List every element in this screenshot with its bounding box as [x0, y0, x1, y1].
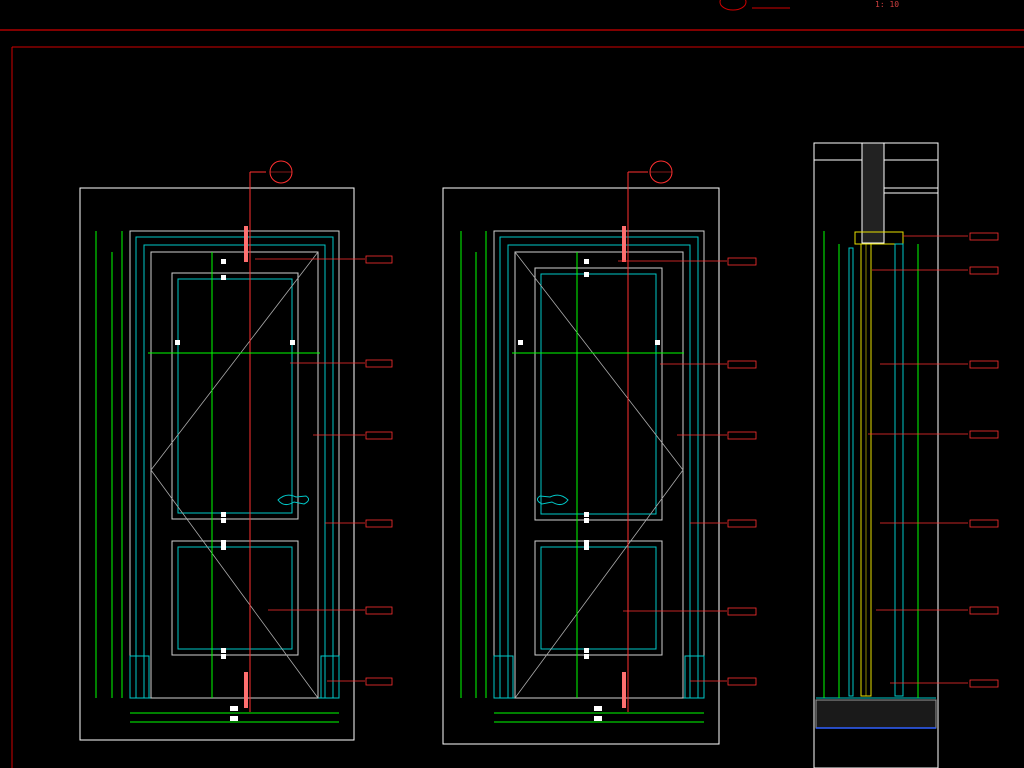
casing-mid	[135, 236, 334, 699]
section-callouts	[868, 235, 968, 684]
upper-panel-inner	[177, 278, 293, 514]
callout-tags-2	[727, 257, 757, 686]
upper-panel-inner-2	[540, 273, 657, 515]
lower-panel-outer-2	[534, 540, 663, 656]
plinth-left-2	[493, 655, 514, 699]
scale-text: 1: 10	[875, 0, 899, 9]
section-callout-tags	[969, 232, 999, 688]
door-swing-line	[150, 251, 319, 699]
door-swing-line-2	[514, 251, 684, 699]
casing-outer-2	[493, 230, 705, 699]
plinth-right	[320, 655, 340, 699]
upper-panel-outer-2	[534, 267, 663, 521]
cut-marker-bottom	[244, 672, 248, 708]
elevation-2-border	[442, 187, 720, 745]
door-leaf-2	[514, 251, 684, 699]
section-marker-circle	[719, 0, 747, 11]
casing-outer	[129, 230, 340, 699]
door-elevation-1	[79, 160, 393, 741]
plinth-left	[129, 655, 150, 699]
casing-mid-2	[499, 236, 699, 699]
floor-slab	[815, 699, 937, 729]
callouts-1	[255, 258, 365, 682]
cut-marker-top	[244, 226, 248, 262]
callout-tags-1	[365, 255, 393, 686]
head-casing	[854, 231, 904, 245]
title-block: 1: 10	[719, 0, 899, 11]
casing-section	[848, 247, 854, 697]
door-handle-icon-2	[536, 494, 569, 506]
frame-jamb	[894, 243, 904, 697]
lower-panel-outer	[171, 540, 299, 656]
door-elevation-2	[442, 160, 757, 745]
callouts-2	[618, 260, 727, 682]
door-handle-icon	[277, 494, 310, 506]
lower-panel-inner	[177, 546, 293, 650]
cut-marker-top-2	[622, 226, 626, 262]
door-leaf	[150, 251, 319, 699]
cut-marker-bottom-2	[622, 672, 626, 708]
dim-ticks-2	[518, 259, 660, 721]
plinth-right-2	[684, 655, 705, 699]
upper-panel-outer	[171, 272, 299, 520]
dim-ticks-1	[175, 259, 295, 721]
wall-header	[861, 142, 885, 244]
door-section-view	[813, 142, 999, 768]
lower-panel-inner-2	[540, 546, 657, 650]
elevation-1-border	[79, 187, 355, 741]
